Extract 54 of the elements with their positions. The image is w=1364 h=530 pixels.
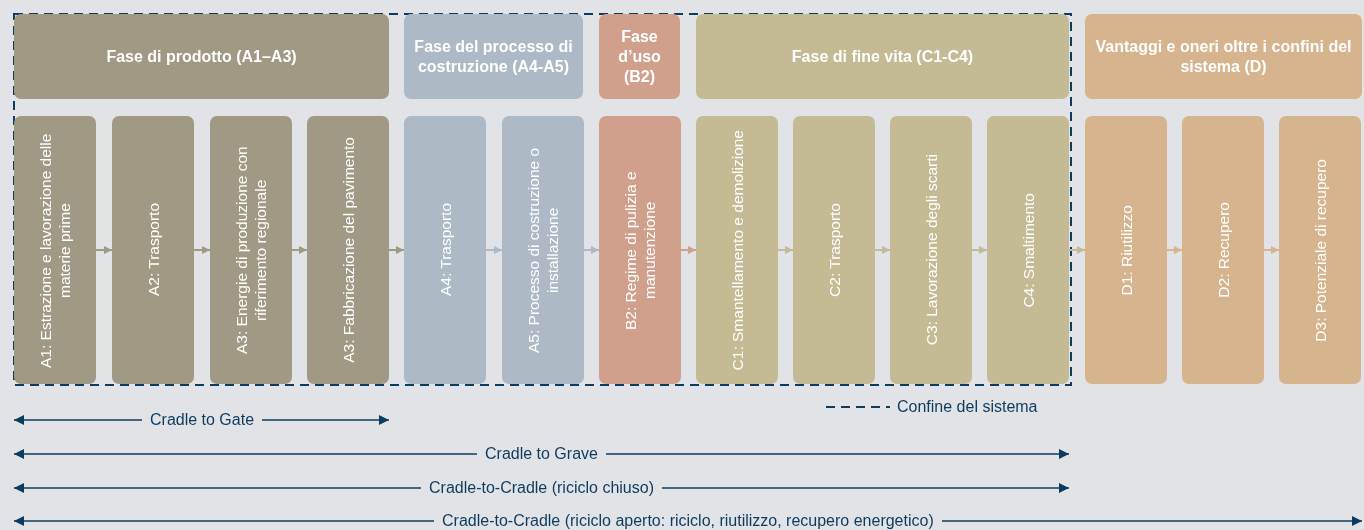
stage-box	[404, 116, 486, 384]
phase-header	[404, 14, 583, 99]
stage-label: D2: Recupero	[1213, 202, 1233, 298]
stage-label: C1: Smantellamento e demolizione	[727, 129, 747, 371]
phase-title: Fase d’uso (B2)	[617, 26, 662, 87]
chevron-arrow	[388, 246, 405, 254]
phase-title: Fase di prodotto (A1–A3)	[105, 46, 298, 67]
phase-title: Fase del processo di costruzione (A4-A5)	[413, 36, 574, 77]
stage-box	[1085, 116, 1167, 384]
chevron-arrow	[874, 246, 891, 254]
chevron-arrow	[1263, 246, 1280, 254]
stage-box	[112, 116, 194, 384]
stage-label: A1: Estrazione e lavorazione delle materie prime	[36, 131, 74, 370]
chevron-arrow	[1068, 246, 1086, 254]
stage-label: A5: Processo di costruzione o installazione	[524, 146, 562, 355]
phase-header	[14, 14, 389, 99]
phase-header	[696, 14, 1069, 99]
stage-label: A4: Trasporto	[435, 203, 455, 297]
phase-title: Fase di fine vita (C1-C4)	[790, 46, 975, 67]
stage-box	[1182, 116, 1264, 384]
chevron-arrow	[680, 246, 697, 254]
chevron-arrow	[1166, 246, 1183, 254]
chevron-arrow	[583, 246, 600, 254]
stage-label: A3: Fabbricazione del pavimento	[338, 137, 358, 363]
legend-label: Confine del sistema	[897, 398, 1038, 416]
stage-box	[987, 116, 1069, 384]
stage-box	[307, 116, 389, 384]
stage-label: B2: Regime di pulizia e manutenzione	[621, 169, 659, 332]
chevron-arrow	[971, 246, 988, 254]
stage-box	[502, 116, 584, 384]
stage-label: A2: Trasporto	[143, 203, 163, 297]
stage-label: C2: Trasporto	[824, 203, 844, 297]
chevron-arrow	[485, 246, 503, 254]
span-label: Cradle-to-Cradle (riciclo aperto: riciclo, riutilizzo, recupero energetico)	[434, 512, 942, 530]
stage-label: D3: Potenziale di recupero	[1310, 158, 1330, 342]
phase-header	[1085, 14, 1362, 99]
phase-header	[599, 14, 680, 99]
stage-box	[1279, 116, 1361, 384]
stage-box	[599, 116, 681, 384]
chevron-arrow	[777, 246, 794, 254]
stage-label: A3: Energie di produzione con riferimento regionale	[232, 145, 270, 356]
phase-title: Vantaggi e oneri oltre i confini del sistema (D)	[1094, 36, 1353, 77]
stage-box	[793, 116, 875, 384]
stage-label: D1: Riutilizzo	[1116, 204, 1136, 296]
span-label: Cradle-to-Cradle (riciclo chiuso)	[421, 479, 662, 497]
chevron-arrow	[95, 246, 113, 254]
stage-box	[890, 116, 972, 384]
stage-label: C4: Smaltimento	[1018, 192, 1038, 308]
stage-box	[696, 116, 778, 384]
chevron-arrow	[193, 246, 211, 254]
chevron-arrow	[291, 246, 308, 254]
stage-box	[210, 116, 292, 384]
stage-label: C3: Lavorazione degli scarti	[921, 154, 941, 346]
stage-box	[14, 116, 96, 384]
